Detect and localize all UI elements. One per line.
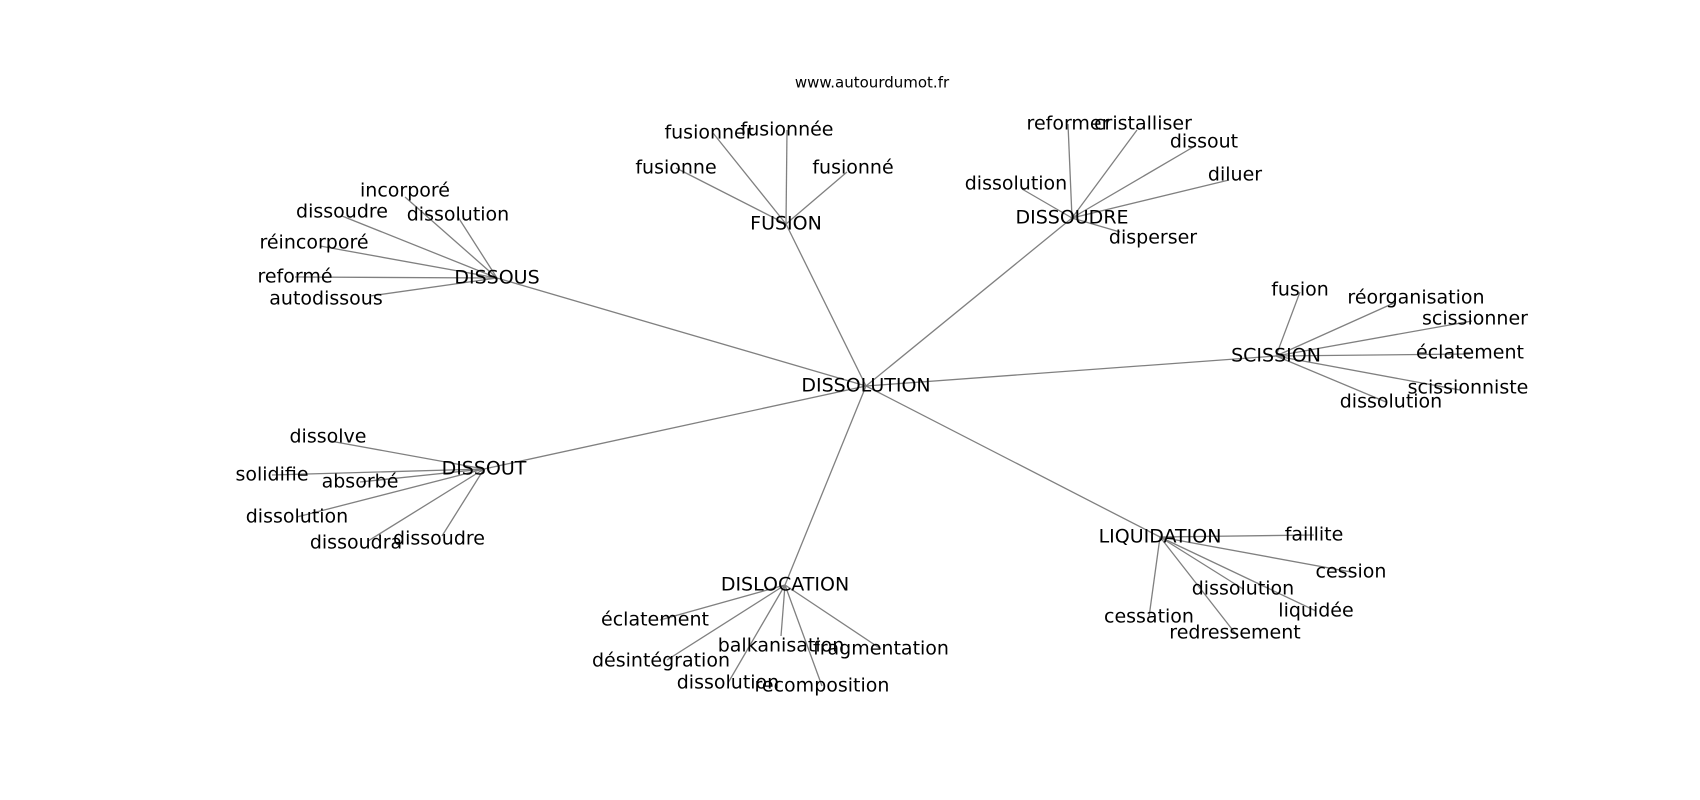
leaf-node: dissolution xyxy=(1340,391,1442,413)
leaf-node: scissionner xyxy=(1422,308,1528,330)
site-label: www.autourdumot.fr xyxy=(795,74,950,92)
leaf-node: fusionner xyxy=(664,122,753,144)
edge-liquidation-leaf xyxy=(1148,536,1161,618)
edge-dislocation-leaf xyxy=(780,584,786,637)
edge-liquidation-leaf xyxy=(1159,536,1352,573)
leaf-node: disperser xyxy=(1109,227,1197,249)
leaf-node: dissout xyxy=(1170,131,1238,153)
edge-scission-leaf xyxy=(1275,353,1471,357)
leaf-node: dissolve xyxy=(290,426,367,448)
leaf-node: réorganisation xyxy=(1347,287,1484,309)
leaf-node: scissionniste xyxy=(1408,377,1529,399)
leaf-node: dissolution xyxy=(407,204,509,226)
leaf-node: dissolution xyxy=(677,672,779,694)
edge-center-fusion xyxy=(785,223,867,387)
leaf-node: désintégration xyxy=(592,650,730,672)
edge-center-dislocation xyxy=(784,385,867,586)
hub-node-dissout: DISSOUT xyxy=(442,458,527,480)
edge-scission-leaf xyxy=(1275,320,1473,357)
edge-dislocation-leaf xyxy=(659,584,786,621)
leaf-node: reformer xyxy=(1027,113,1110,135)
edge-fusion-leaf xyxy=(712,132,787,225)
leaf-node: fusionné xyxy=(812,157,893,179)
leaf-node: recomposition xyxy=(755,675,890,697)
leaf-node: fusion xyxy=(1271,279,1329,301)
center-node: DISSOLUTION xyxy=(801,375,930,397)
edge-dissoudre-leaf xyxy=(1071,145,1196,219)
edge-dissout-leaf xyxy=(296,468,485,518)
hub-node-scission: SCISSION xyxy=(1231,345,1321,367)
edge-dislocation-leaf xyxy=(784,584,823,687)
edge-center-dissoudre xyxy=(865,217,1073,387)
edge-scission-leaf xyxy=(1275,355,1387,403)
edge-fusion-leaf xyxy=(785,129,788,225)
edge-dissout-leaf xyxy=(359,468,485,483)
leaf-node: dissoudre xyxy=(393,528,485,550)
hub-node-dissoudre: DISSOUDRE xyxy=(1015,207,1128,229)
edge-fusion-leaf xyxy=(785,171,848,225)
edge-dissoudre-leaf xyxy=(1021,188,1073,219)
edge-dissoudre-leaf xyxy=(1071,179,1230,219)
edge-dissout-leaf xyxy=(367,468,485,542)
edge-scission-leaf xyxy=(1275,291,1301,357)
edge-dissoudre-leaf xyxy=(1067,123,1073,219)
leaf-node: autodissous xyxy=(269,288,382,310)
leaf-node: liquidée xyxy=(1278,600,1353,622)
edge-dissoudre-leaf xyxy=(1071,217,1121,233)
leaf-node: fragmentation xyxy=(813,638,949,660)
edge-center-dissout xyxy=(483,385,867,470)
edge-dissout-leaf xyxy=(329,440,485,470)
edge-dissous-leaf xyxy=(404,196,498,279)
edge-center-liquidation xyxy=(865,385,1161,538)
edge-dissous-leaf xyxy=(369,277,498,297)
hub-node-liquidation: LIQUIDATION xyxy=(1099,526,1222,548)
leaf-node: faillite xyxy=(1285,524,1344,546)
leaf-node: solidifie xyxy=(235,464,308,486)
leaf-node: réincorporé xyxy=(259,232,368,254)
leaf-node: dissolution xyxy=(246,506,348,528)
edge-scission-leaf xyxy=(1275,302,1395,357)
edge-fusion-leaf xyxy=(675,167,787,225)
edge-dissout-leaf xyxy=(441,468,485,537)
leaf-node: cessation xyxy=(1104,606,1194,628)
leaf-node: balkanisation xyxy=(718,635,845,657)
edge-dissous-leaf xyxy=(341,215,498,279)
edge-dislocation-leaf xyxy=(727,584,786,684)
edge-liquidation-leaf xyxy=(1159,536,1244,590)
edges-layer xyxy=(271,123,1473,687)
edge-dissous-leaf xyxy=(294,276,498,279)
leaf-node: redressement xyxy=(1169,622,1300,644)
edge-center-scission xyxy=(865,355,1277,387)
leaf-node: éclatement xyxy=(1416,342,1524,364)
leaf-node: dissolution xyxy=(1192,578,1294,600)
edge-dissoudre-leaf xyxy=(1071,129,1138,219)
edge-dislocation-leaf xyxy=(784,584,882,650)
edge-dissous-leaf xyxy=(457,216,498,279)
leaf-node: dissolution xyxy=(965,173,1067,195)
hub-node-fusion: FUSION xyxy=(750,213,822,235)
leaf-node: fusionne xyxy=(635,157,716,179)
leaf-node: dissoudra xyxy=(310,532,402,554)
leaf-node: fusionnée xyxy=(741,119,834,141)
edge-liquidation-leaf xyxy=(1159,536,1236,634)
edge-liquidation-leaf xyxy=(1159,534,1315,538)
hub-node-dissous: DISSOUS xyxy=(454,267,539,289)
edge-dissout-leaf xyxy=(271,468,485,476)
edge-center-dissous xyxy=(496,277,867,387)
leaf-node: cession xyxy=(1316,561,1387,583)
leaf-node: dissoudre xyxy=(296,201,388,223)
leaf-node: absorbé xyxy=(322,471,399,493)
leaf-node: reformé xyxy=(257,266,332,288)
edge-dislocation-leaf xyxy=(666,584,786,661)
edge-scission-leaf xyxy=(1275,355,1461,391)
edge-dissous-leaf xyxy=(319,245,498,279)
leaf-node: incorporé xyxy=(360,180,450,202)
hub-node-dislocation: DISLOCATION xyxy=(721,574,849,596)
leaf-node: éclatement xyxy=(601,609,709,631)
leaf-node: diluer xyxy=(1208,164,1262,186)
edge-liquidation-leaf xyxy=(1159,536,1317,612)
leaf-node: cristalliser xyxy=(1094,113,1192,135)
